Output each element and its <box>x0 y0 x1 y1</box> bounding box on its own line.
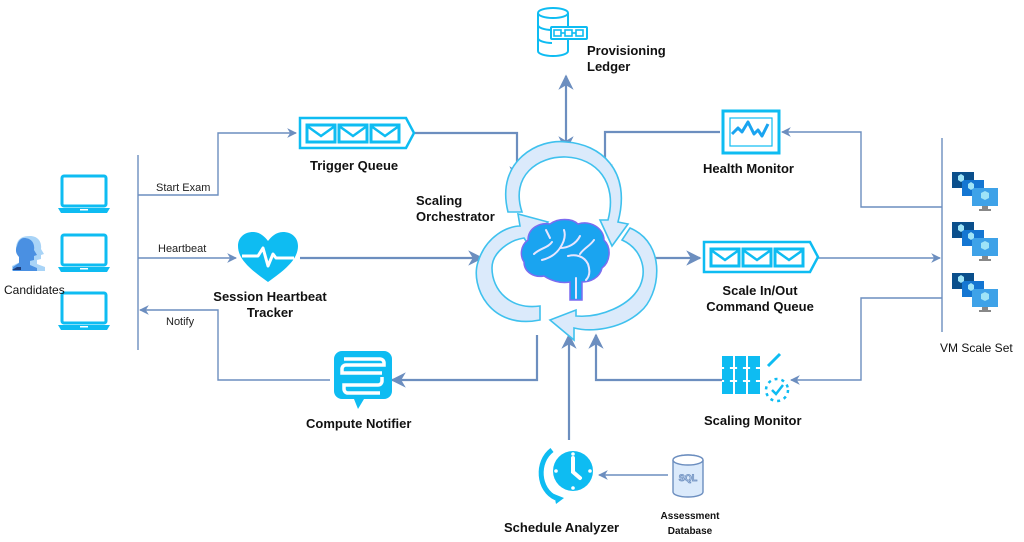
vm-scale-set-icon <box>952 172 998 312</box>
clock-icon <box>538 448 593 504</box>
laptop-icon <box>58 291 110 330</box>
laptop-icon <box>58 233 110 272</box>
schedule-analyzer-label: Schedule Analyzer <box>504 520 620 535</box>
assessment-db-label-line2: Database <box>667 526 713 537</box>
candidates-label: Candidates <box>4 283 65 297</box>
compute-notifier-label: Compute Notifier <box>306 416 412 431</box>
edge-orchestrator-notifier <box>390 335 539 388</box>
heartbeat-tracker-label-line2: Tracker <box>246 305 294 320</box>
command-queue-label-line2: Command Queue <box>706 299 814 314</box>
sql-database-icon: SQL <box>672 454 704 498</box>
edge-notify <box>139 305 330 381</box>
edge-vm-health <box>781 127 942 208</box>
ledger-database-icon <box>536 7 588 57</box>
assessment-db-label-line1: Assessment <box>660 511 720 522</box>
trigger-queue-label: Trigger Queue <box>310 158 399 173</box>
users-icon <box>12 236 45 271</box>
heart-pulse-icon <box>238 232 298 282</box>
autoscale-icon <box>722 352 790 403</box>
queue-icon <box>702 240 820 274</box>
laptop-icon <box>58 174 110 213</box>
orchestrator-label-line1: Scaling <box>416 193 463 208</box>
svg-text:SQL: SQL <box>679 473 698 483</box>
edge-vm-scaling <box>790 297 942 385</box>
provisioning-ledger-label-line2: Ledger <box>587 59 631 74</box>
scaling-monitor-label: Scaling Monitor <box>704 413 802 428</box>
queue-icon <box>298 116 416 150</box>
vm-scale-set-label: VM Scale Set <box>940 341 1013 355</box>
orchestrator-label-line2: Orchestrator <box>416 209 495 224</box>
brain-icon <box>520 218 610 301</box>
health-monitor-label: Health Monitor <box>703 161 794 176</box>
monitor-pulse-icon <box>721 109 781 155</box>
edge-label-heartbeat: Heartbeat <box>158 243 207 255</box>
provisioning-ledger-label-line1: Provisioning <box>587 43 666 58</box>
command-queue-label-line1: Scale In/Out <box>722 283 798 298</box>
edge-start-exam <box>138 128 297 196</box>
edge-scaling-orchestrator <box>588 333 722 382</box>
edge-label-notify: Notify <box>166 316 195 328</box>
heartbeat-tracker-label-line1: Session Heartbeat <box>213 289 327 304</box>
edge-label-start-exam: Start Exam <box>156 182 211 194</box>
edge-trigger-orchestrator <box>415 131 525 182</box>
notification-icon <box>334 351 392 409</box>
